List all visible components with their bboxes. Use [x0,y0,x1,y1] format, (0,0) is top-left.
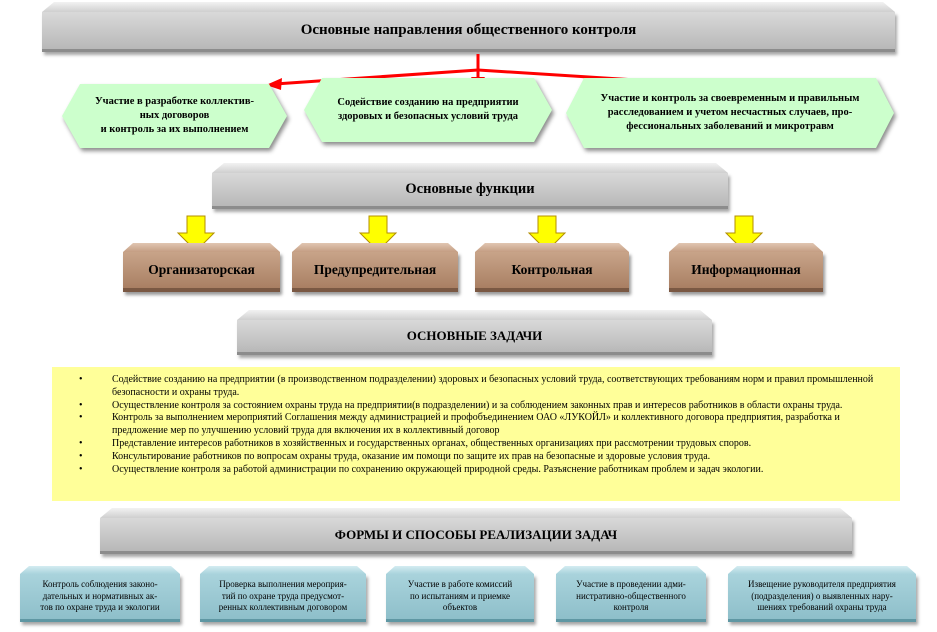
task-item: • Содействие созданию на предприятии (в п… [79,374,880,400]
task-item: • Представление интересов работников в хо… [79,437,880,451]
box-bevel [669,243,823,252]
bullet: • [79,463,83,475]
bullet: • [79,437,83,449]
direction-box-1: Участие в разработке коллектив- ных дого… [62,84,287,148]
task-text: Консультирование работников по вопросам … [112,450,711,462]
tasks-banner: ОСНОВНЫЕ ЗАДАЧИ [237,320,712,355]
forms-title: ФОРМЫ И СПОСОБЫ РЕАЛИЗАЦИИ ЗАДАЧ [334,526,618,542]
box-bevel [292,243,458,252]
main-title-banner: Основные направления общественного контр… [42,12,895,52]
box-bevel [200,566,366,574]
functions-title: Основные функции [405,181,535,197]
form-box-3: Участие в работе комиссий по испытаниям … [386,574,534,622]
direction-text-2: Содействие созданию на предприятии здоро… [304,78,552,142]
form-text: Участие в проведении адми- нистративно-о… [576,578,686,613]
function-control: Контрольная [475,252,629,292]
yellow-arrow-2 [358,215,398,252]
task-item: • Консультирование работников по вопросам… [79,450,880,464]
box-bevel [386,566,534,574]
tasks-panel: • Содействие созданию на предприятии (в п… [52,367,900,501]
red-arrowhead-left [266,78,282,90]
task-text: Осуществление контроля за состоянием охр… [112,399,843,411]
task-text: Представление интересов работников в хоз… [112,437,752,449]
form-box-1: Контроль соблюдения законо- дательных и … [20,574,180,622]
tasks-title: ОСНОВНЫЕ ЗАДАЧИ [406,328,543,343]
yellow-arrow-3 [527,215,567,252]
banner-bevel [100,508,852,518]
bullet: • [79,412,83,424]
box-bevel [728,566,916,574]
function-label: Предупредительная [313,262,437,277]
task-item: • Осуществление контроля за состоянием ох… [79,399,880,413]
forms-banner: ФОРМЫ И СПОСОБЫ РЕАЛИЗАЦИИ ЗАДАЧ [100,518,852,554]
task-item: • Осуществление контроля за работой админ… [79,463,880,477]
form-text: Контроль соблюдения законо- дательных и … [40,578,160,613]
form-text: Участие в работе комиссий по испытаниям … [407,578,513,613]
task-text: Контроль за выполнением мероприятий Согл… [112,412,840,437]
yellow-arrow-1 [176,215,216,252]
banner-bevel [42,2,895,12]
function-preventive: Предупредительная [292,252,458,292]
form-box-2: Проверка выполнения мероприя- тий по охр… [200,574,366,622]
functions-banner: Основные функции [212,173,728,209]
function-label: Контрольная [511,262,593,277]
bullet: • [79,450,83,462]
task-text: Содействие созданию на предприятии (в пр… [112,374,874,398]
banner-bevel [212,163,728,173]
bullet: • [79,374,83,385]
box-bevel [123,243,280,252]
direction-box-3: Участие и контроль за своевременным и пр… [566,78,894,148]
function-informational: Информационная [669,252,823,292]
form-box-5: Извещение руководителя предприятия (подр… [728,574,916,622]
task-item: • Контроль за выполнением мероприятий Сог… [79,412,880,438]
direction-text-1: Участие в разработке коллектив- ных дого… [62,84,287,148]
main-title: Основные направления общественного контр… [300,22,637,38]
yellow-arrow-4 [724,215,764,252]
form-box-4: Участие в проведении адми- нистративно-о… [556,574,706,622]
box-bevel [556,566,706,574]
task-text: Осуществление контроля за работой админи… [112,463,764,475]
red-arrow-left [274,68,479,86]
function-organizational: Организаторская [123,252,280,292]
banner-bevel [237,310,712,320]
function-label: Организаторская [148,262,255,277]
direction-box-2: Содействие созданию на предприятии здоро… [304,78,552,142]
box-bevel [475,243,629,252]
box-bevel [20,566,180,574]
tasks-list: • Содействие созданию на предприятии (в п… [79,374,880,477]
form-text: Проверка выполнения мероприя- тий по охр… [218,578,348,613]
bullet: • [79,399,83,411]
form-text: Извещение руководителя предприятия (подр… [748,578,896,613]
direction-text-3: Участие и контроль за своевременным и пр… [566,78,894,148]
function-label: Информационная [691,262,801,277]
